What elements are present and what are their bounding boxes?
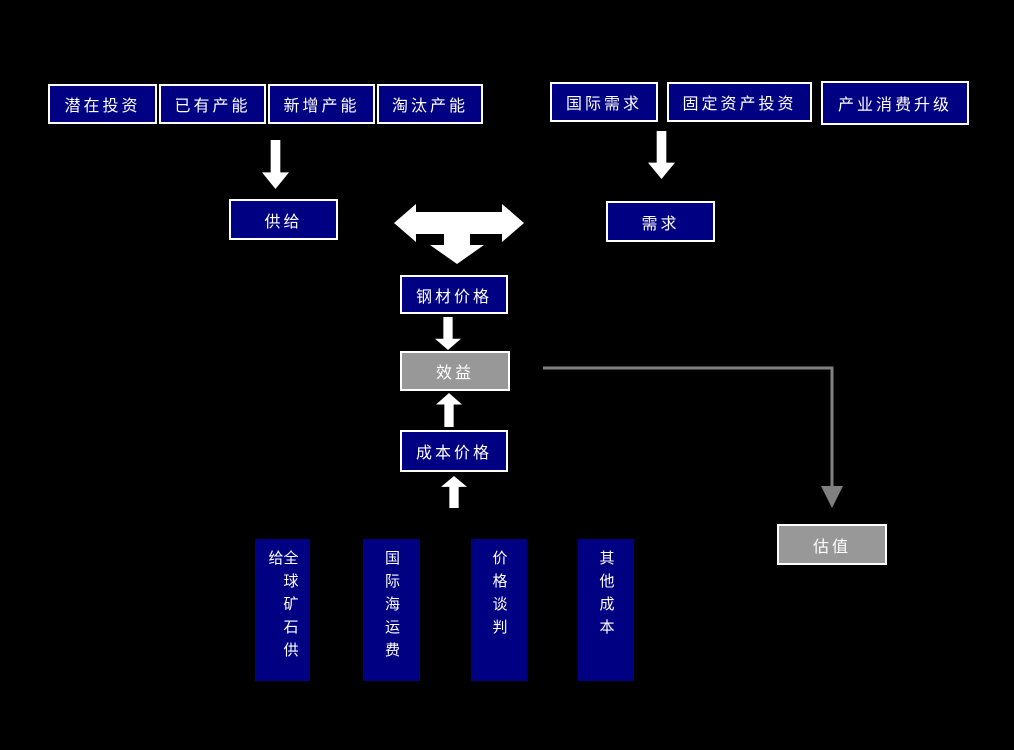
supply-demand-to-price-arrow-icon	[394, 204, 524, 264]
node-global-ore-supply-label: 全球矿石供给	[266, 550, 300, 665]
profit-to-valuation-connector-icon	[543, 366, 843, 508]
node-price-negotiation-label: 价格谈判	[490, 550, 509, 642]
supply-factors-down-arrow-icon	[262, 140, 289, 189]
cost-to-profit-up-arrow-icon	[436, 393, 462, 427]
node-intl-shipping-cost: 国际海运费	[363, 539, 420, 681]
node-intl-shipping-cost-label: 国际海运费	[383, 550, 401, 665]
node-global-ore-supply: 全球矿石供给	[255, 539, 310, 681]
node-valuation: 估值	[777, 524, 887, 565]
node-new-capacity: 新增产能	[268, 84, 375, 124]
node-eliminated-capacity: 淘汰产能	[377, 84, 483, 124]
node-steel-price: 钢材价格	[400, 275, 508, 314]
node-price-negotiation: 价格谈判	[471, 539, 527, 681]
node-existing-capacity: 已有产能	[159, 84, 266, 124]
node-demand: 需求	[606, 201, 715, 242]
node-cost-price: 成本价格	[400, 430, 508, 472]
price-to-profit-down-arrow-icon	[435, 317, 461, 350]
node-fixed-asset-investment: 固定资产投资	[667, 82, 812, 122]
node-profit: 效益	[400, 351, 510, 391]
node-supply: 供给	[229, 199, 338, 240]
factors-to-cost-up-arrow-icon	[441, 476, 467, 508]
node-other-costs-label: 其他成本	[597, 550, 616, 642]
node-potential-investment: 潜在投资	[48, 84, 157, 124]
node-international-demand: 国际需求	[550, 82, 658, 122]
demand-factors-down-arrow-icon	[648, 131, 675, 179]
node-other-costs: 其他成本	[578, 539, 634, 681]
node-industry-consumption-upgrade: 产业消费升级	[821, 81, 969, 125]
